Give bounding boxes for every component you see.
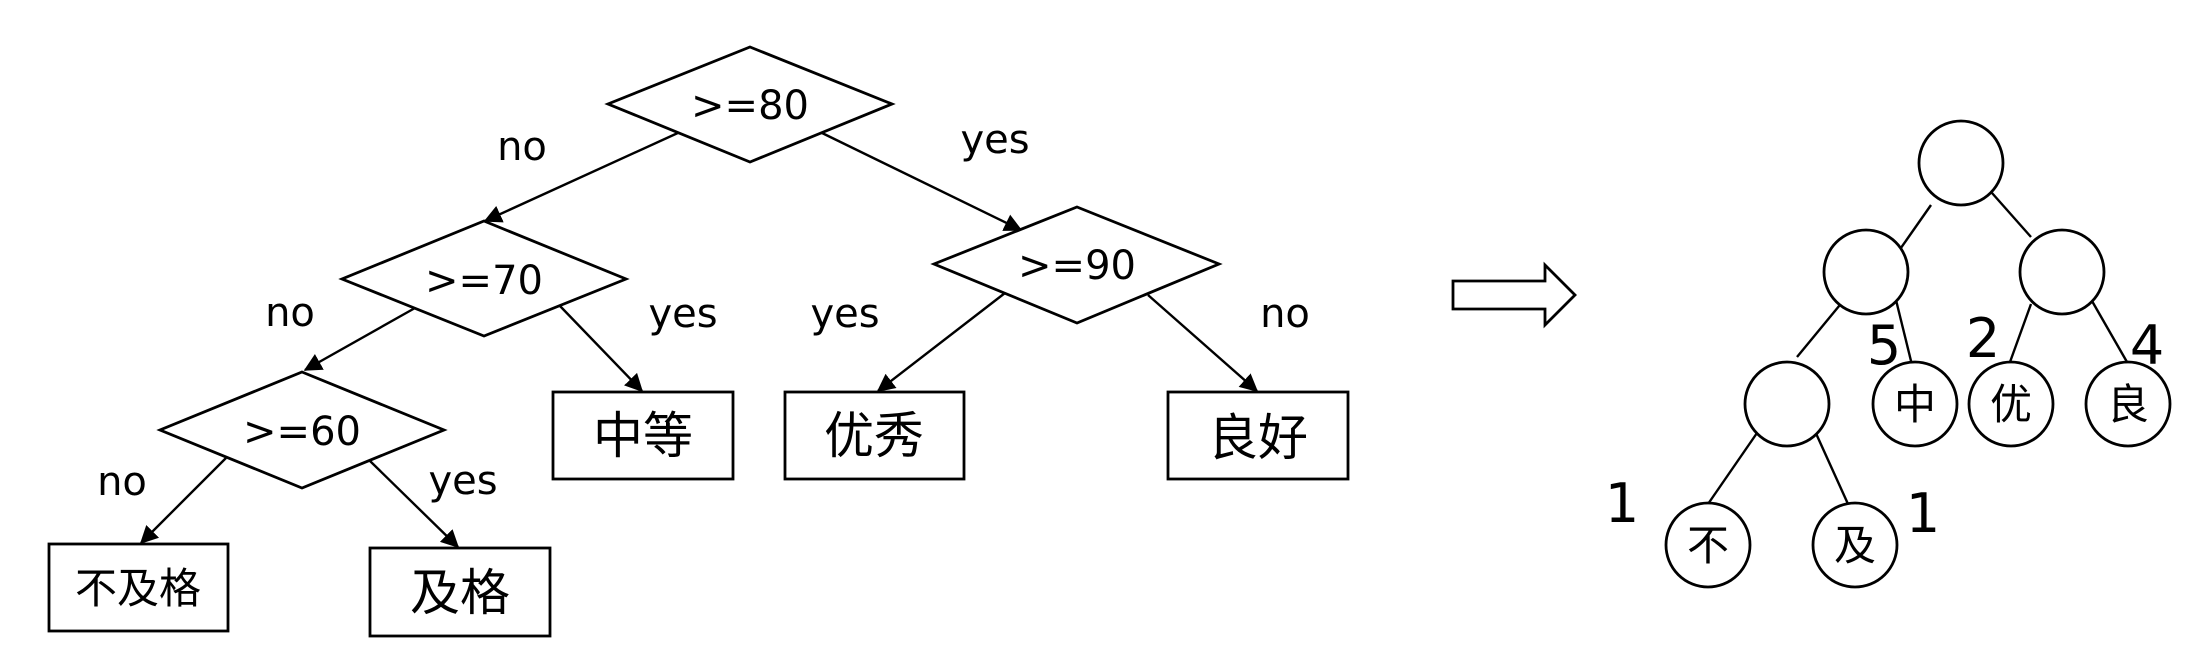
leaf-node-text-fail: 不 [1687, 521, 1729, 570]
condition-node-70: >=70 [338, 219, 630, 338]
internal-node-left [1822, 228, 1910, 316]
leaf-box-good: 良好 [1166, 390, 1350, 481]
weight-medium: 5 [1867, 314, 1901, 377]
huffman-tree: 不 及 中 优 良 1 1 5 2 4 [1605, 119, 2172, 589]
leaf-node-text-medium: 中 [1894, 380, 1936, 429]
leaf-text-medium: 中等 [593, 407, 693, 465]
edge-label-70-no: no [265, 290, 315, 336]
leaf-node-excellent: 优 [1967, 360, 2055, 448]
leaf-text-fail: 不及格 [75, 564, 201, 613]
weight-pass: 1 [1906, 482, 1940, 545]
weight-fail: 1 [1605, 472, 1639, 535]
internal-node-right [2018, 228, 2106, 316]
edge-90-no [1147, 294, 1259, 392]
condition-text-80: >=80 [691, 83, 809, 129]
leaf-box-pass: 及格 [368, 546, 552, 638]
leaf-node-text-good: 良 [2107, 380, 2149, 429]
tree-edge [1894, 299, 1914, 366]
condition-text-60: >=60 [243, 409, 361, 455]
condition-node-80: >=80 [604, 45, 896, 164]
transform-arrow-icon [1451, 261, 1577, 329]
condition-node-60: >=60 [156, 370, 448, 490]
edge-label-60-yes: yes [428, 458, 497, 504]
leaf-node-good: 良 [2084, 360, 2172, 448]
edge-70-yes [559, 305, 644, 393]
tree-edge [1812, 428, 1850, 505]
edge-label-90-no: no [1260, 291, 1310, 337]
internal-node-left-left [1743, 360, 1831, 448]
condition-text-70: >=70 [425, 258, 543, 304]
leaf-node-medium: 中 [1871, 360, 1959, 448]
tree-edge [2090, 300, 2129, 363]
leaf-box-excellent: 优秀 [783, 390, 966, 481]
weight-good: 4 [2130, 314, 2164, 377]
leaf-text-excellent: 优秀 [824, 407, 924, 465]
edge-root-yes [819, 130, 1023, 232]
internal-node-root [1917, 119, 2005, 207]
leaf-node-pass: 及 [1811, 501, 1899, 589]
edge-60-yes [369, 460, 460, 549]
condition-node-90: >=90 [930, 205, 1223, 325]
decision-tree: >=80 >=70 >=90 >=60 不及格 及格 中等 优秀 [47, 45, 1350, 638]
edge-label-root-no: no [497, 124, 547, 170]
edge-label-root-yes: yes [960, 117, 1029, 163]
edge-label-70-yes: yes [648, 291, 717, 337]
edge-label-60-no: no [97, 459, 147, 505]
edge-90-yes [876, 292, 1006, 392]
leaf-text-pass: 及格 [410, 564, 510, 622]
leaf-node-text-pass: 及 [1834, 521, 1876, 570]
condition-text-90: >=90 [1018, 243, 1136, 289]
tree-edge [1707, 432, 1758, 505]
tree-edge [1796, 299, 1845, 358]
leaf-text-good: 良好 [1208, 409, 1308, 467]
edge-root-no [483, 130, 681, 223]
weight-excellent: 2 [1966, 307, 2000, 370]
leaf-box-fail: 不及格 [47, 542, 230, 633]
leaf-node-fail: 不 [1664, 501, 1752, 589]
leaf-box-medium: 中等 [551, 390, 735, 481]
tree-edge [2008, 303, 2033, 363]
tree-edge [1991, 192, 2032, 238]
leaf-node-text-excellent: 优 [1990, 380, 2032, 429]
edge-70-no [303, 306, 416, 372]
edge-label-90-yes: yes [810, 291, 879, 337]
edge-60-no [139, 457, 227, 545]
tree-edge [1895, 204, 1932, 256]
